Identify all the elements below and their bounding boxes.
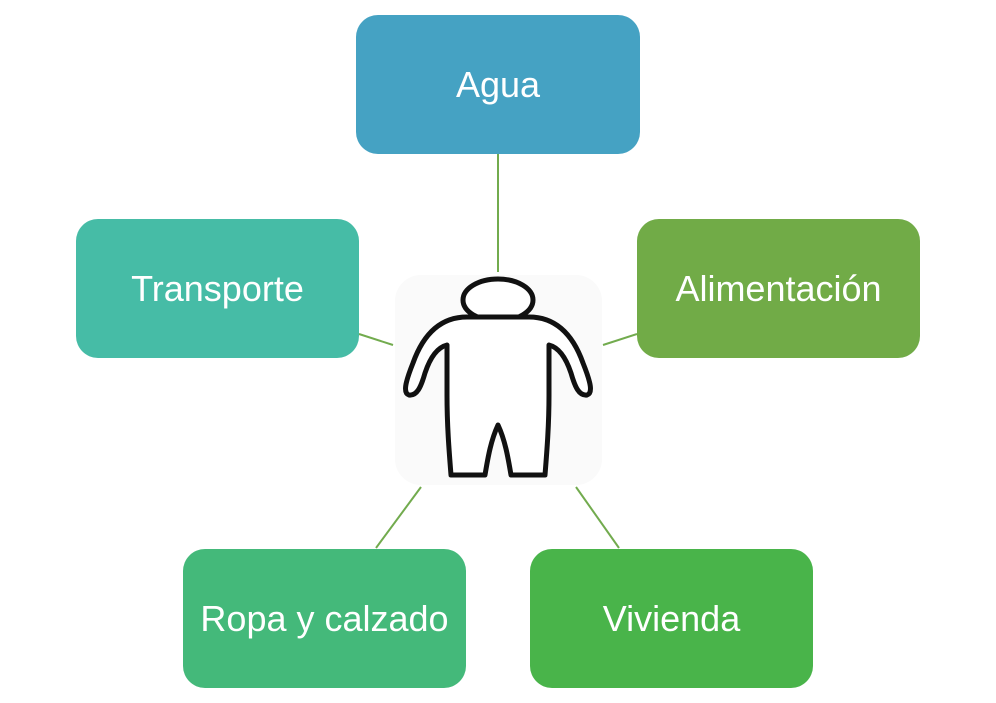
connector-vivienda [575,486,620,549]
node-label-vivienda: Vivienda [602,597,741,639]
node-label-transporte: Transporte [131,267,304,309]
node-label-alimentacion: Alimentación [675,267,882,309]
node-alimentacion: Alimentación [637,219,920,358]
node-label-agua: Agua [455,63,541,105]
connector-ropa [375,486,422,549]
node-ropa-y-calzado: Ropa y calzado [183,549,466,688]
node-vivienda: Vivienda [530,549,813,688]
person-icon [403,276,593,478]
node-label-ropa-y-calzado: Ropa y calzado [200,597,449,639]
node-agua: Agua [356,15,640,154]
connector-alimentacion [602,333,638,346]
center-person [395,275,602,485]
node-transporte: Transporte [76,219,359,358]
connector-transporte [358,333,394,346]
